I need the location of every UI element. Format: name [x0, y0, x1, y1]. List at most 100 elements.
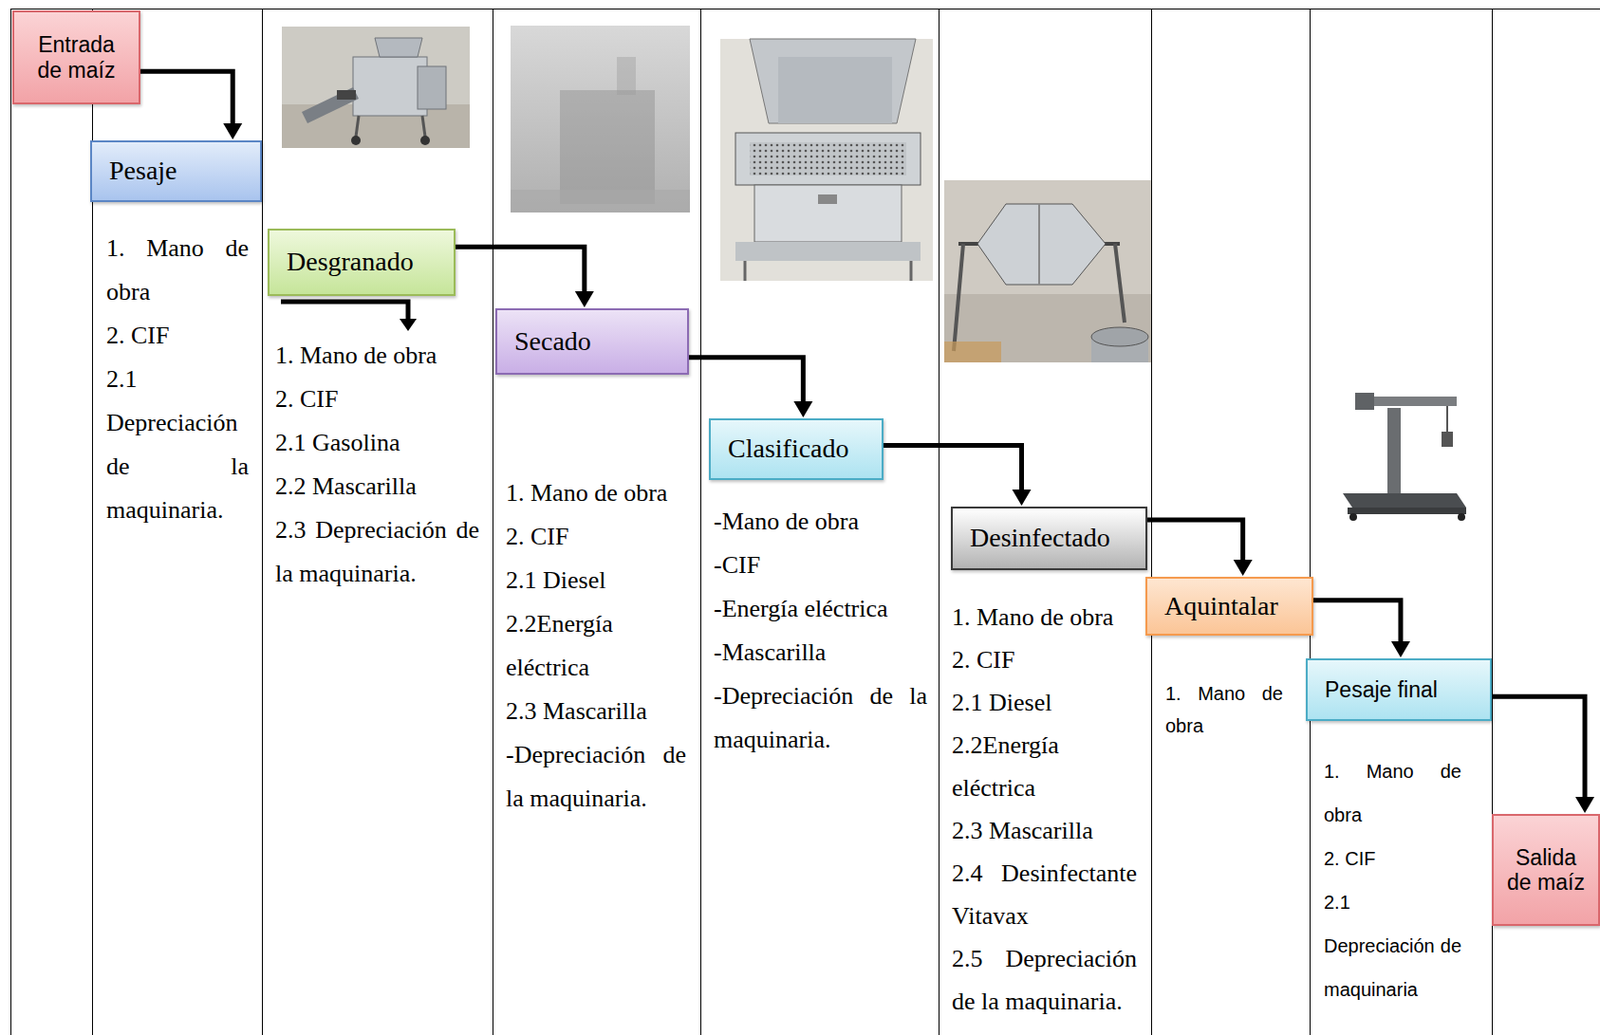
flow-line: [1147, 520, 1244, 562]
photo-ground: [510, 25, 690, 213]
photo-ground: [944, 180, 1152, 363]
scale-head: [1355, 392, 1375, 410]
loose-arrow-head: [399, 318, 417, 332]
process-box: Entrada de maíz: [12, 10, 141, 105]
cost-list: 1. Mano de obra2. CIF2.1 Depreciación de…: [1323, 749, 1462, 1012]
cost-item: 2.1 Diesel: [505, 558, 687, 603]
sorter-chute: [778, 56, 893, 124]
cost-item: 2.2Energía eléctrica: [505, 602, 687, 690]
scale-wheel: [1457, 513, 1466, 521]
cost-item: -Mascarilla: [713, 631, 928, 675]
cost-item: 2.1 Gasolina: [275, 421, 480, 466]
cost-item: 2.1 Depreciación de la maquinaria.: [106, 357, 249, 533]
process-box: Desinfectado: [950, 506, 1148, 571]
table-line: [10, 8, 12, 1035]
sorter-plate: [818, 194, 838, 205]
loose-arrow: [280, 301, 417, 332]
flow-line: [455, 246, 585, 294]
cost-item: 1. Mano de obra: [505, 471, 687, 516]
flow-arrow: [688, 357, 813, 418]
machine-body: [353, 56, 428, 116]
sheller-photo: [281, 26, 470, 149]
box-label: Desinfectado: [969, 522, 1111, 554]
photo-ground: [281, 26, 470, 149]
drum-frame: [1115, 243, 1125, 323]
flow-line: [883, 446, 1023, 492]
cost-item: 2.2Energía eléctrica: [951, 724, 1137, 810]
box-label: Pesaje final: [1324, 677, 1438, 703]
box-label: Entrada de maíz: [27, 32, 126, 83]
process-box: Salida de maíz: [1491, 814, 1600, 927]
cost-item: 2.1 Diesel: [951, 681, 1137, 725]
cost-item: 2.4 Desinfectante Vitavax: [951, 852, 1137, 938]
scale-weight: [1441, 431, 1453, 447]
cost-item: 1. Mano de obra: [106, 226, 249, 315]
cost-item: 2.3 Mascarilla: [951, 809, 1137, 853]
flow-arrow: [455, 246, 595, 308]
box-text: Pesaje: [109, 155, 178, 187]
cost-list: 1. Mano de obra2. CIF2.1 Diesel2.2Energí…: [505, 471, 687, 821]
photo-ground: [1323, 377, 1492, 523]
cost-item: 2. CIF: [275, 377, 480, 422]
dryer-chimney: [616, 56, 636, 95]
dryer-photo: [510, 25, 690, 213]
cost-item: -Depreciación de la maquinaria.: [713, 674, 928, 763]
cost-item: 1. Mano de obra: [1323, 749, 1462, 838]
cost-item: 2.1 Depreciación de maquinaria: [1323, 880, 1462, 1012]
machine-hopper: [374, 37, 423, 57]
cost-item: 1. Mano de obra: [1165, 677, 1284, 743]
arrow-head: [575, 291, 595, 308]
scale-platform: [1342, 493, 1467, 508]
photo-floor: [944, 341, 1002, 363]
cost-item: 2.3 Depreciación de la maquinaria.: [275, 508, 480, 596]
table-line: [938, 8, 940, 1035]
machine-chute: [301, 87, 359, 124]
machine-belt: [336, 90, 356, 100]
cost-list: 1. Mano de obra2. CIF2.1 Gasolina2.2 Mas…: [275, 334, 480, 596]
cost-item: 2.3 Mascarilla: [505, 689, 687, 734]
flow-arrow: [1313, 600, 1411, 658]
sorter-panel: [754, 185, 902, 242]
flow-arrow: [1147, 520, 1253, 577]
machine-leg: [355, 115, 359, 137]
process-box: Aquintalar: [1145, 576, 1314, 636]
flow-line: [1313, 600, 1401, 644]
cost-list: 1. Mano de obra: [1165, 677, 1284, 743]
photo-ground: [720, 38, 933, 281]
drum-body: [977, 204, 1106, 285]
table-line: [10, 8, 1600, 10]
box-label: Secado: [514, 326, 592, 357]
cost-item: -Mano de obra: [713, 500, 928, 544]
cost-item: 2. CIF: [505, 515, 687, 559]
box-text: Secado: [514, 326, 592, 357]
flow-line: [688, 357, 803, 404]
box-text: Desgranado: [286, 246, 414, 278]
scale-base: [1347, 507, 1467, 515]
cost-list: 1. Mano de obra2. CIF2.1 Diesel2.2Energí…: [951, 595, 1137, 1024]
cost-item: 2. CIF: [1323, 837, 1462, 881]
machine-leg: [422, 115, 426, 137]
box-text: Desinfectado: [969, 522, 1111, 554]
box-text: Entrada de maíz: [27, 32, 126, 83]
box-text: Pesaje final: [1324, 677, 1438, 703]
arrow-head: [1575, 797, 1595, 814]
box-label: Clasificado: [727, 433, 850, 465]
box-label: Aquintalar: [1164, 591, 1279, 622]
arrow-head: [1391, 641, 1411, 658]
drum-bucket-rim: [1091, 327, 1149, 347]
sorter-leg: [744, 260, 747, 281]
flow-arrow: [1491, 696, 1595, 814]
box-text: Clasificado: [727, 433, 850, 465]
photo-floor: [510, 189, 690, 213]
cost-item: -CIF: [713, 543, 928, 588]
arrow-head: [1233, 559, 1253, 577]
dryer-body: [559, 90, 655, 205]
cost-item: 2.5 Depreciación de la maquinaria.: [951, 937, 1137, 1024]
box-label: Pesaje: [109, 155, 178, 187]
arrow-head: [793, 401, 813, 418]
sorter-mesh: [749, 142, 907, 176]
cost-item: 2.2 Mascarilla: [275, 465, 480, 509]
loose-arrow-line: [280, 301, 409, 321]
sorter-base: [735, 241, 921, 261]
